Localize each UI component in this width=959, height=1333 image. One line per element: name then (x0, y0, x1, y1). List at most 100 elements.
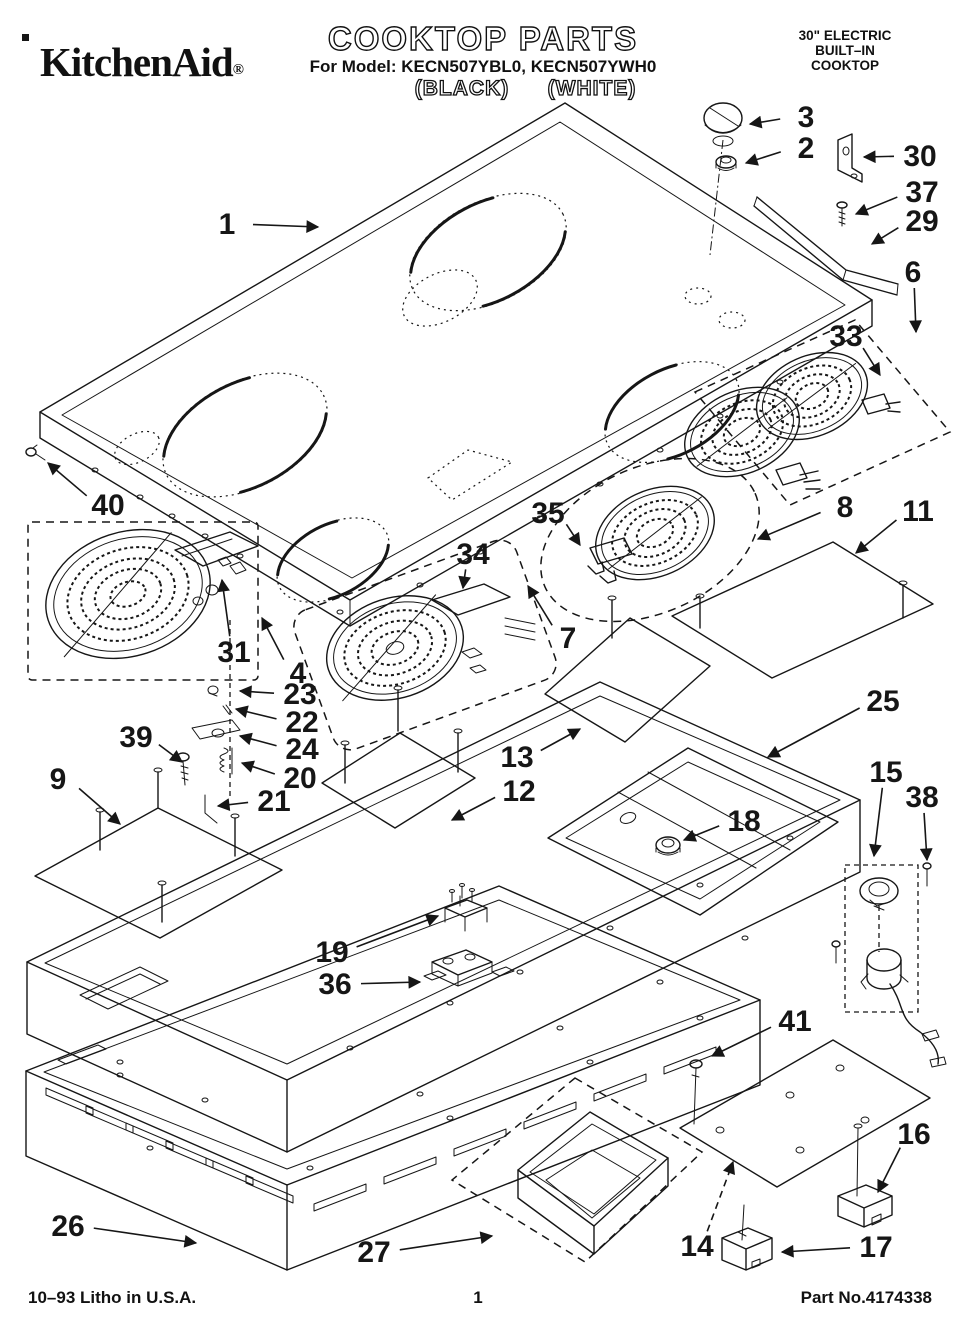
part-number: Part No.4174338 (801, 1288, 932, 1307)
callout-4: 4 (290, 657, 307, 690)
control-marking (427, 449, 514, 501)
bracket-36 (423, 949, 515, 987)
callout-18: 18 (727, 805, 760, 838)
leader-17 (780, 1244, 851, 1258)
screw-41 (689, 1059, 703, 1125)
callout-26: 26 (51, 1210, 84, 1243)
callout-19: 19 (315, 936, 348, 969)
callout-38: 38 (905, 781, 938, 814)
casing-holes (116, 1015, 704, 1171)
leader-6 (909, 287, 922, 334)
element-34-terminal (431, 583, 536, 674)
spacer-19 (444, 883, 488, 932)
callout-1: 1 (219, 208, 236, 241)
lower-casing (25, 885, 761, 1271)
callout-36: 36 (318, 968, 351, 1001)
leader-31 (217, 578, 231, 637)
bracket-washer-24 (191, 719, 241, 740)
dashed-zone-8 (540, 457, 760, 623)
callout-17: 17 (859, 1231, 892, 1264)
callout-15: 15 (869, 756, 902, 789)
trim-strip-29 (753, 196, 899, 296)
callout-7: 7 (560, 622, 577, 655)
element-receptacle (859, 877, 947, 1068)
leader-15 (869, 787, 884, 858)
leader-11 (855, 519, 897, 554)
screw-40 (25, 444, 46, 461)
callout-41: 41 (778, 1005, 811, 1038)
callout-23: 23 (283, 678, 316, 711)
burner-right-front (603, 361, 741, 463)
leader-26 (93, 1227, 198, 1248)
leader-18 (682, 825, 720, 842)
screw-37 (836, 201, 848, 227)
callout-14: 14 (680, 1230, 714, 1263)
burner-box (26, 681, 861, 1153)
brand-logo: KitchenAid® (40, 39, 244, 85)
dashed-zone-6 (693, 319, 952, 506)
leader-7 (527, 584, 553, 626)
leader-36 (360, 975, 422, 989)
leader-8 (756, 511, 821, 541)
callout-3: 3 (798, 101, 815, 134)
callout-20: 20 (283, 762, 316, 795)
drip-pan (517, 1111, 669, 1255)
callout-37: 37 (905, 176, 938, 209)
product-type-line2: BUILT–IN (815, 43, 875, 58)
leader-3 (748, 115, 781, 129)
product-type-line3: COOKTOP (811, 58, 879, 73)
leader-39 (158, 744, 184, 763)
leader-1 (252, 220, 320, 233)
stud-22 (222, 704, 233, 715)
color-label-black: (BLACK) (415, 77, 509, 100)
callout-22: 22 (285, 706, 318, 739)
screw-38 (922, 862, 932, 887)
vent-slots-left (45, 1087, 294, 1204)
coil-33-terminal (861, 393, 901, 415)
frame-hole (619, 812, 637, 824)
control-knob (703, 102, 743, 147)
page-number: 1 (473, 1288, 482, 1307)
burner-right-rear (409, 192, 567, 312)
dashed-zone-7 (293, 539, 557, 751)
leader-34 (458, 569, 471, 590)
dashed-zone-15 (844, 864, 919, 1013)
leader-14 (706, 1160, 735, 1232)
liner-plate-12 (321, 685, 476, 829)
leader-23 (238, 685, 275, 699)
leader-22 (234, 705, 277, 720)
small-hardware (176, 620, 241, 824)
callout-24: 24 (285, 733, 319, 766)
callout-11: 11 (902, 495, 934, 528)
callout-39: 39 (119, 721, 152, 754)
callout-2: 2 (798, 132, 815, 165)
leader-38 (919, 812, 933, 862)
clip-21 (204, 794, 218, 824)
leader-41 (710, 1026, 772, 1057)
burner-left-rear (162, 372, 328, 498)
liner-plate-9 (34, 767, 283, 939)
liner-plate-11 (671, 541, 934, 679)
leader-13 (540, 728, 582, 752)
panel-screw-holes (91, 379, 784, 615)
vent-slots-right (313, 1046, 717, 1212)
switch-16 (837, 1123, 893, 1228)
terminal-31 (217, 556, 232, 567)
grommet-18 (655, 836, 681, 856)
radiant-element-left (45, 528, 211, 660)
liner-plate-13 (544, 595, 711, 743)
leader-37 (854, 196, 898, 216)
callout-30: 30 (903, 140, 936, 173)
leader-40 (47, 462, 88, 497)
switch-17 (721, 1204, 773, 1271)
product-type-line1: 30" ELECTRIC (799, 28, 892, 43)
spring-20 (219, 747, 233, 775)
callout-8: 8 (837, 491, 854, 524)
burner-bridge-zone (402, 269, 478, 327)
leader-12 (450, 796, 496, 821)
coil-element-33 (755, 351, 869, 441)
leader-27 (399, 1231, 494, 1251)
